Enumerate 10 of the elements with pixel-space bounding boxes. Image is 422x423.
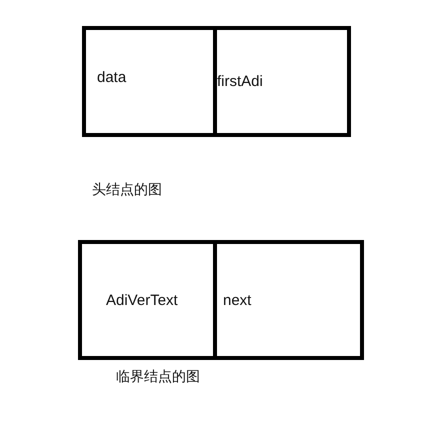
field-name: firstAdi [217,73,263,90]
field-name: AdiVerText [106,292,178,308]
caption: 头结点的图 [92,181,162,199]
table-cell [217,26,351,137]
caption: 临界结点的图 [116,368,200,386]
table-cell [217,240,364,360]
field-name: next [223,292,252,308]
table-cell [82,26,217,137]
table-cell [78,240,217,360]
field-name: data [97,69,126,86]
